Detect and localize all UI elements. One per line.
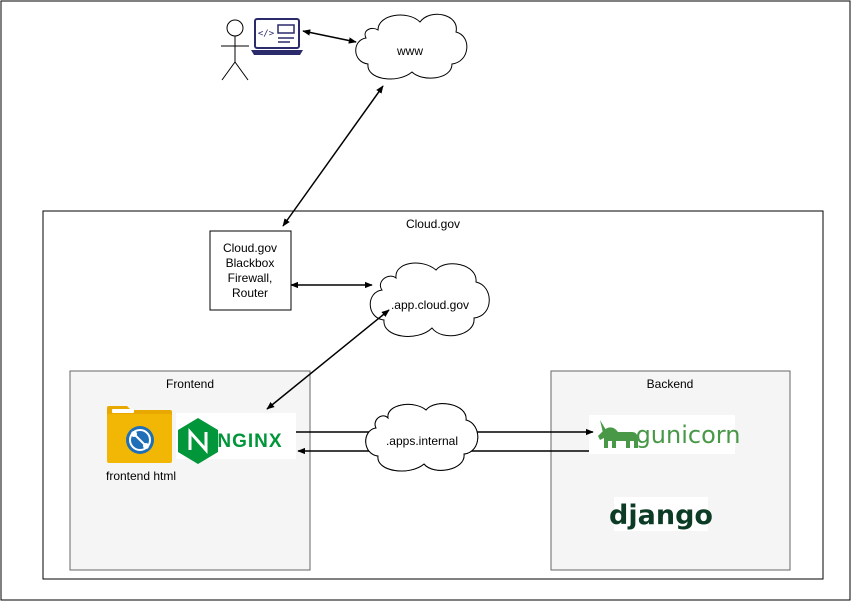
blackbox-line-3: Firewall, (228, 271, 273, 285)
www-label: www (396, 44, 423, 58)
nginx-logo-text: NGINX (217, 431, 282, 452)
arrow-laptop-www (302, 29, 357, 44)
blackbox-line-4: Router (232, 286, 268, 300)
gunicorn-logo: gunicorn (589, 415, 740, 454)
cloud-gov-title: Cloud.gov (406, 217, 460, 231)
app-cloud-gov-label: .app.cloud.gov (391, 298, 469, 312)
django-logo: django (609, 497, 713, 531)
app-cloud-gov-cloud: .app.cloud.gov (369, 262, 490, 337)
laptop-code-icon: </> (251, 18, 303, 55)
gunicorn-unicorn-icon (598, 420, 638, 448)
backend-container (550, 370, 791, 571)
backend-title: Backend (647, 377, 694, 391)
user-icon (221, 19, 249, 81)
arrow-appcloudgov-nginx (266, 309, 390, 410)
frontend-html-label: frontend html (106, 469, 176, 483)
blackbox-line-1: Cloud.gov (223, 241, 277, 255)
blackbox-router-box (209, 230, 292, 311)
blackbox-line-2: Blackbox (226, 256, 275, 270)
arrow-www-blackbox (282, 85, 384, 227)
gunicorn-logo-text: gunicorn (636, 421, 741, 449)
frontend-title: Frontend (166, 377, 214, 391)
folder-web-icon (107, 406, 172, 463)
nginx-logo: NGINX (176, 413, 296, 464)
www-cloud: www (355, 13, 468, 80)
apps-internal-label-top: .apps.internal (386, 434, 458, 448)
apps-internal-cloud-top: .apps.internal (365, 403, 479, 472)
django-logo-text: django (609, 500, 713, 531)
svg-text:</>: </> (258, 29, 275, 39)
